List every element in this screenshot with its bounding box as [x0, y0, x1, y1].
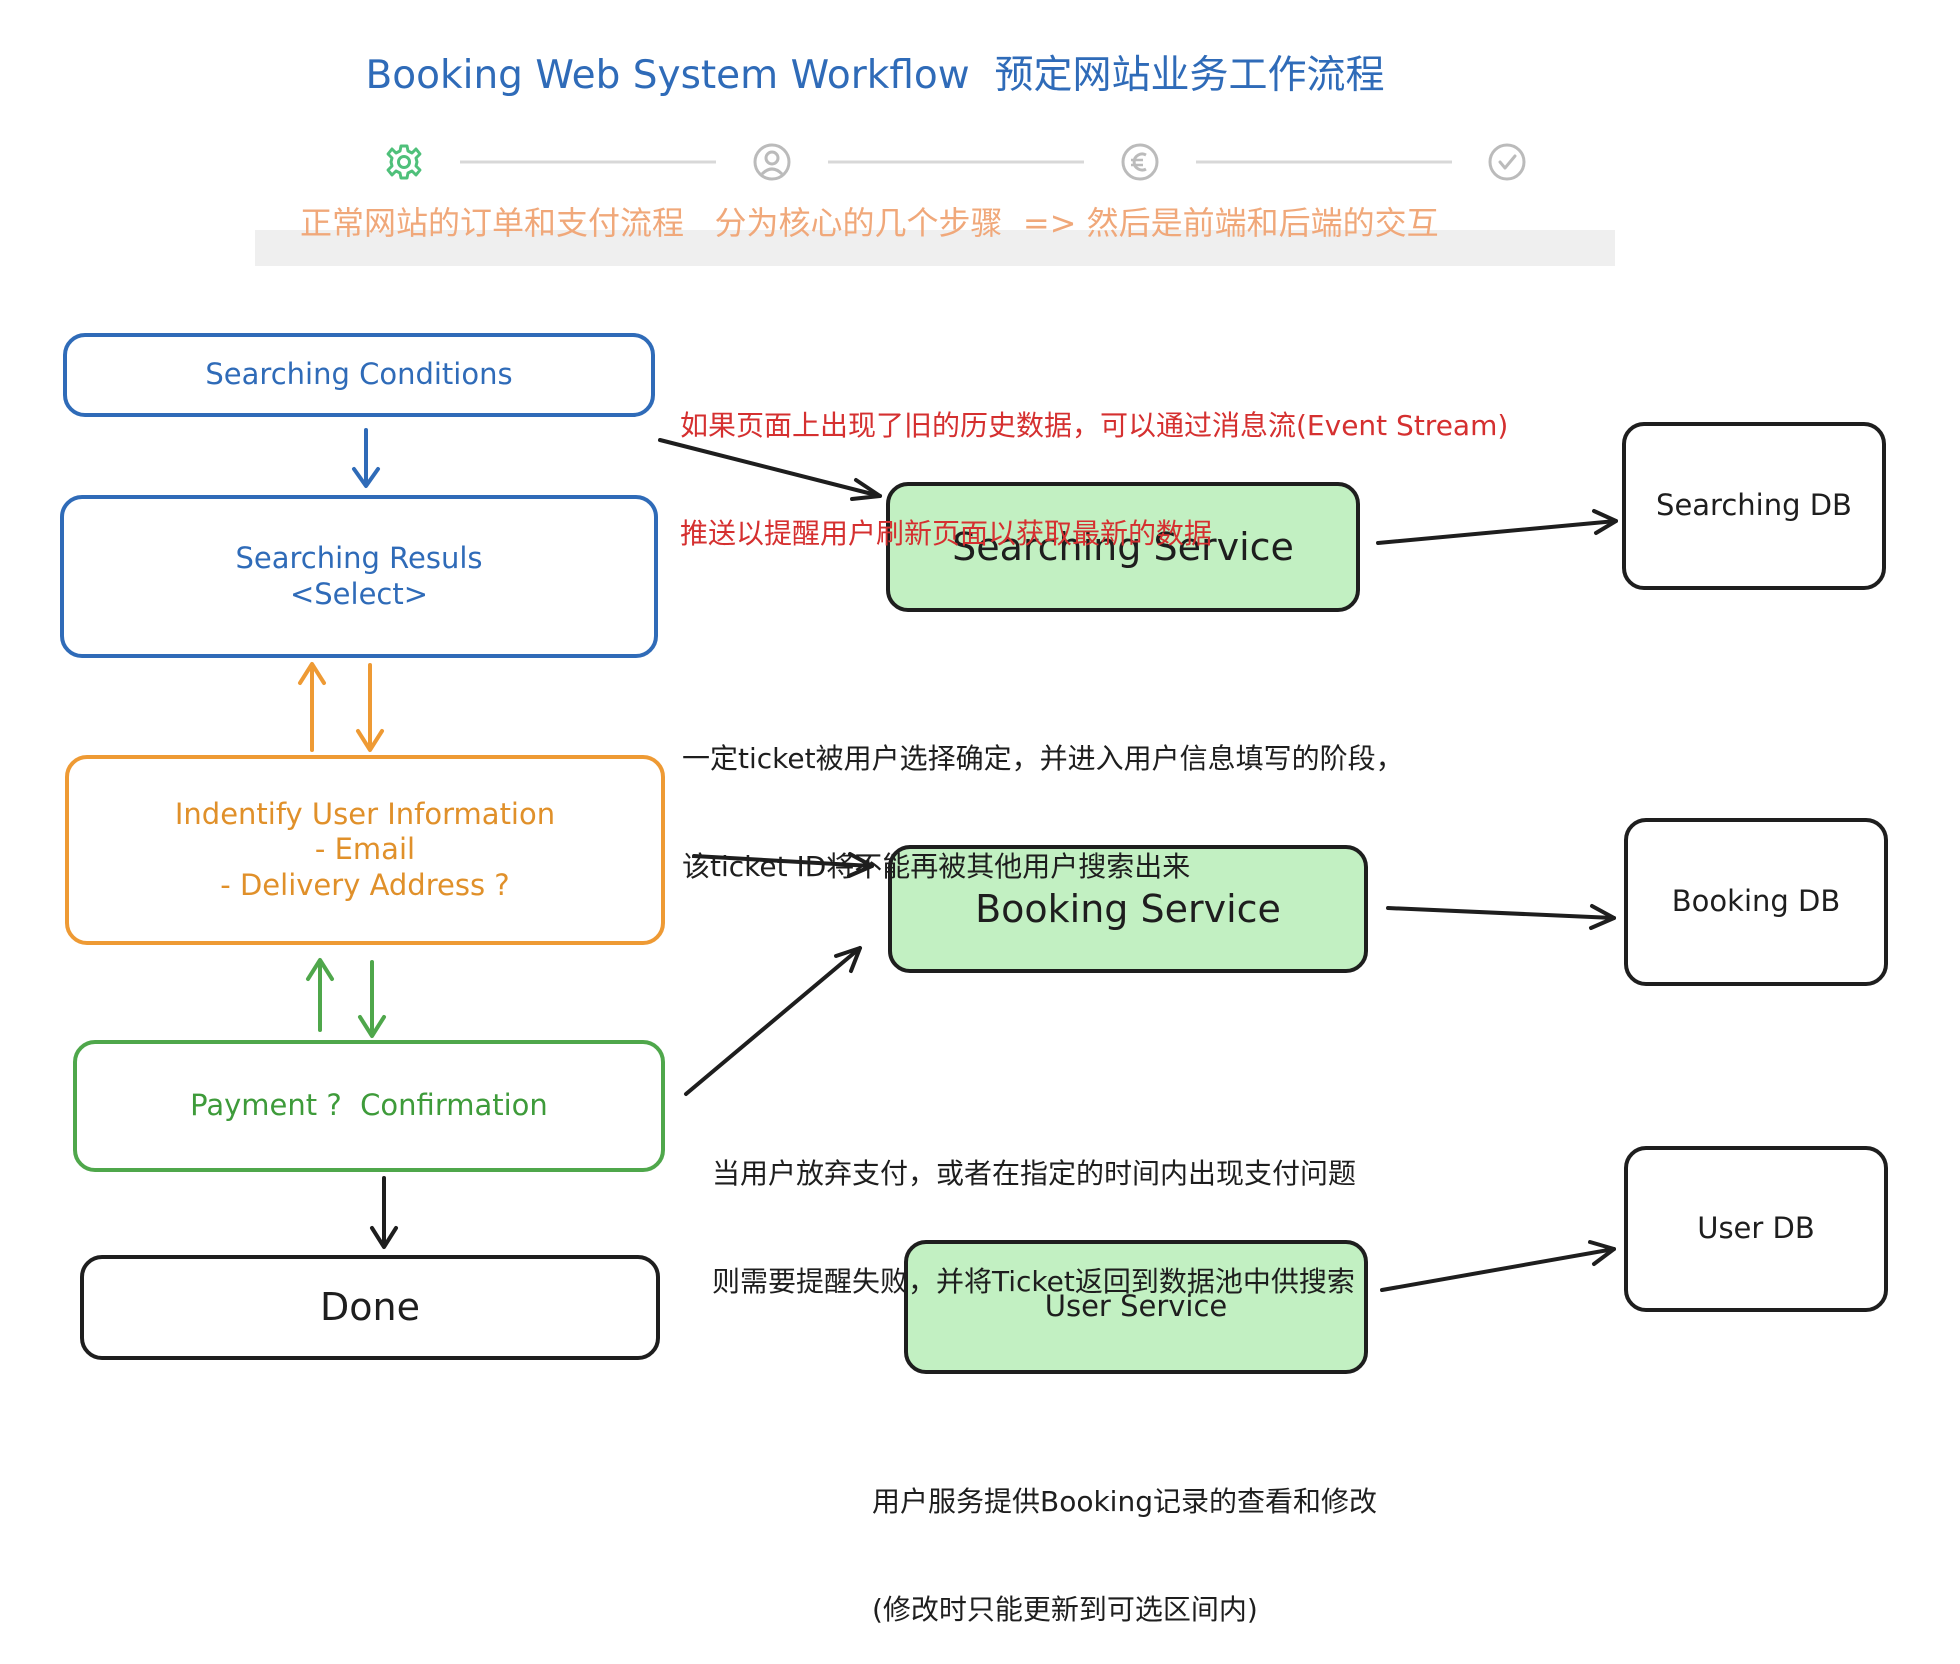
done-label: Done: [320, 1285, 420, 1330]
arrow-user-service-to-db: [1380, 1240, 1616, 1292]
arrow-results-to-identify: [356, 663, 384, 752]
searching-results-label: Searching Resuls: [235, 541, 483, 576]
arrow-booking-service-to-db: [1386, 904, 1616, 930]
arrows-layer: [298, 428, 1618, 1292]
booking-service-box[interactable]: Booking Service: [888, 845, 1368, 973]
user-db-box[interactable]: User DB: [1624, 1146, 1888, 1312]
arrow-payment-to-identify: [306, 958, 334, 1032]
note-payment-fail: 当用户放弃支付，或者在指定的时间内出现支付问题 则需要提醒失败，并将Ticket…: [712, 1157, 1357, 1298]
payment-confirmation-box[interactable]: Payment ? Confirmation: [73, 1040, 665, 1172]
searching-db-box[interactable]: Searching DB: [1622, 422, 1886, 590]
arrow-payment-to-done: [370, 1176, 398, 1249]
arrow-searching-service-to-db: [1376, 509, 1618, 545]
arrow-payment-to-booking-service: [684, 946, 862, 1096]
subtitle: 正常网站的订单和支付流程 分为核心的几个步骤 => 然后是前端和后端的交互: [300, 204, 1439, 242]
searching-conditions-label: Searching Conditions: [205, 357, 513, 392]
identify-user-box[interactable]: Indentify User Information - Email - Del…: [65, 755, 665, 945]
arrow-identify-to-payment: [358, 960, 386, 1038]
searching-conditions-box[interactable]: Searching Conditions: [63, 333, 655, 417]
user-service-label: User Service: [1044, 1289, 1228, 1324]
identify-user-label: Indentify User Information: [174, 796, 556, 831]
check-circle-icon: [1488, 143, 1526, 181]
select-label: <Select>: [289, 576, 429, 611]
searching-db-label: Searching DB: [1656, 488, 1852, 523]
booking-db-label: Booking DB: [1671, 884, 1841, 919]
done-box[interactable]: Done: [80, 1255, 660, 1360]
subtitle-band: [255, 230, 1615, 266]
user-db-label: User DB: [1697, 1211, 1815, 1246]
gear-icon: [386, 144, 422, 180]
delivery-address-label: - Delivery Address ?: [220, 867, 510, 902]
user-circle-icon: [753, 143, 791, 181]
arrow-identify-to-booking-service: [692, 852, 874, 878]
email-label: - Email: [314, 832, 416, 867]
page-title: Booking Web System Workflow 预定网站业务工作流程: [365, 53, 1385, 98]
euro-circle-icon: [1121, 143, 1159, 181]
arrow-conditions-to-results: [352, 428, 380, 488]
stepper: [386, 143, 1526, 181]
searching-service-box[interactable]: Searching Service: [886, 482, 1360, 612]
payment-confirmation-label: Payment ? Confirmation: [190, 1088, 548, 1123]
searching-service-label: Searching Service: [952, 524, 1294, 569]
booking-db-box[interactable]: Booking DB: [1624, 818, 1888, 986]
searching-results-box[interactable]: Searching Resuls <Select>: [60, 495, 658, 658]
arrow-identify-to-results: [298, 662, 326, 752]
user-service-box[interactable]: User Service: [904, 1240, 1368, 1374]
arrow-conditions-to-searching-service: [658, 438, 882, 501]
booking-service-label: Booking Service: [975, 886, 1281, 931]
note-event-stream: 如果页面上出现了旧的历史数据，可以通过消息流(Event Stream) 推送以…: [680, 409, 1509, 550]
